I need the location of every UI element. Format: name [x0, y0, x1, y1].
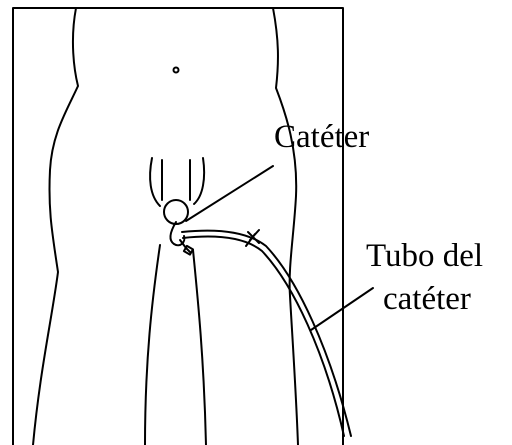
inner-right-leg [193, 250, 206, 445]
leader-line-catheter [186, 166, 273, 221]
catheter-tube-label-line2: catéter [383, 283, 471, 316]
tube-clamp [246, 230, 259, 246]
catheter-tube-label-line1: Tubo del [366, 240, 483, 273]
body-right-contour [273, 8, 298, 445]
navel [174, 68, 179, 73]
inner-left-leg [145, 245, 160, 445]
body-left-contour [33, 8, 78, 445]
penis-left-contour [150, 158, 160, 206]
glans [164, 200, 188, 224]
catheter-label: Catéter [274, 121, 369, 154]
penis-right-contour [194, 158, 204, 204]
catheter-tube-outer [182, 231, 351, 436]
